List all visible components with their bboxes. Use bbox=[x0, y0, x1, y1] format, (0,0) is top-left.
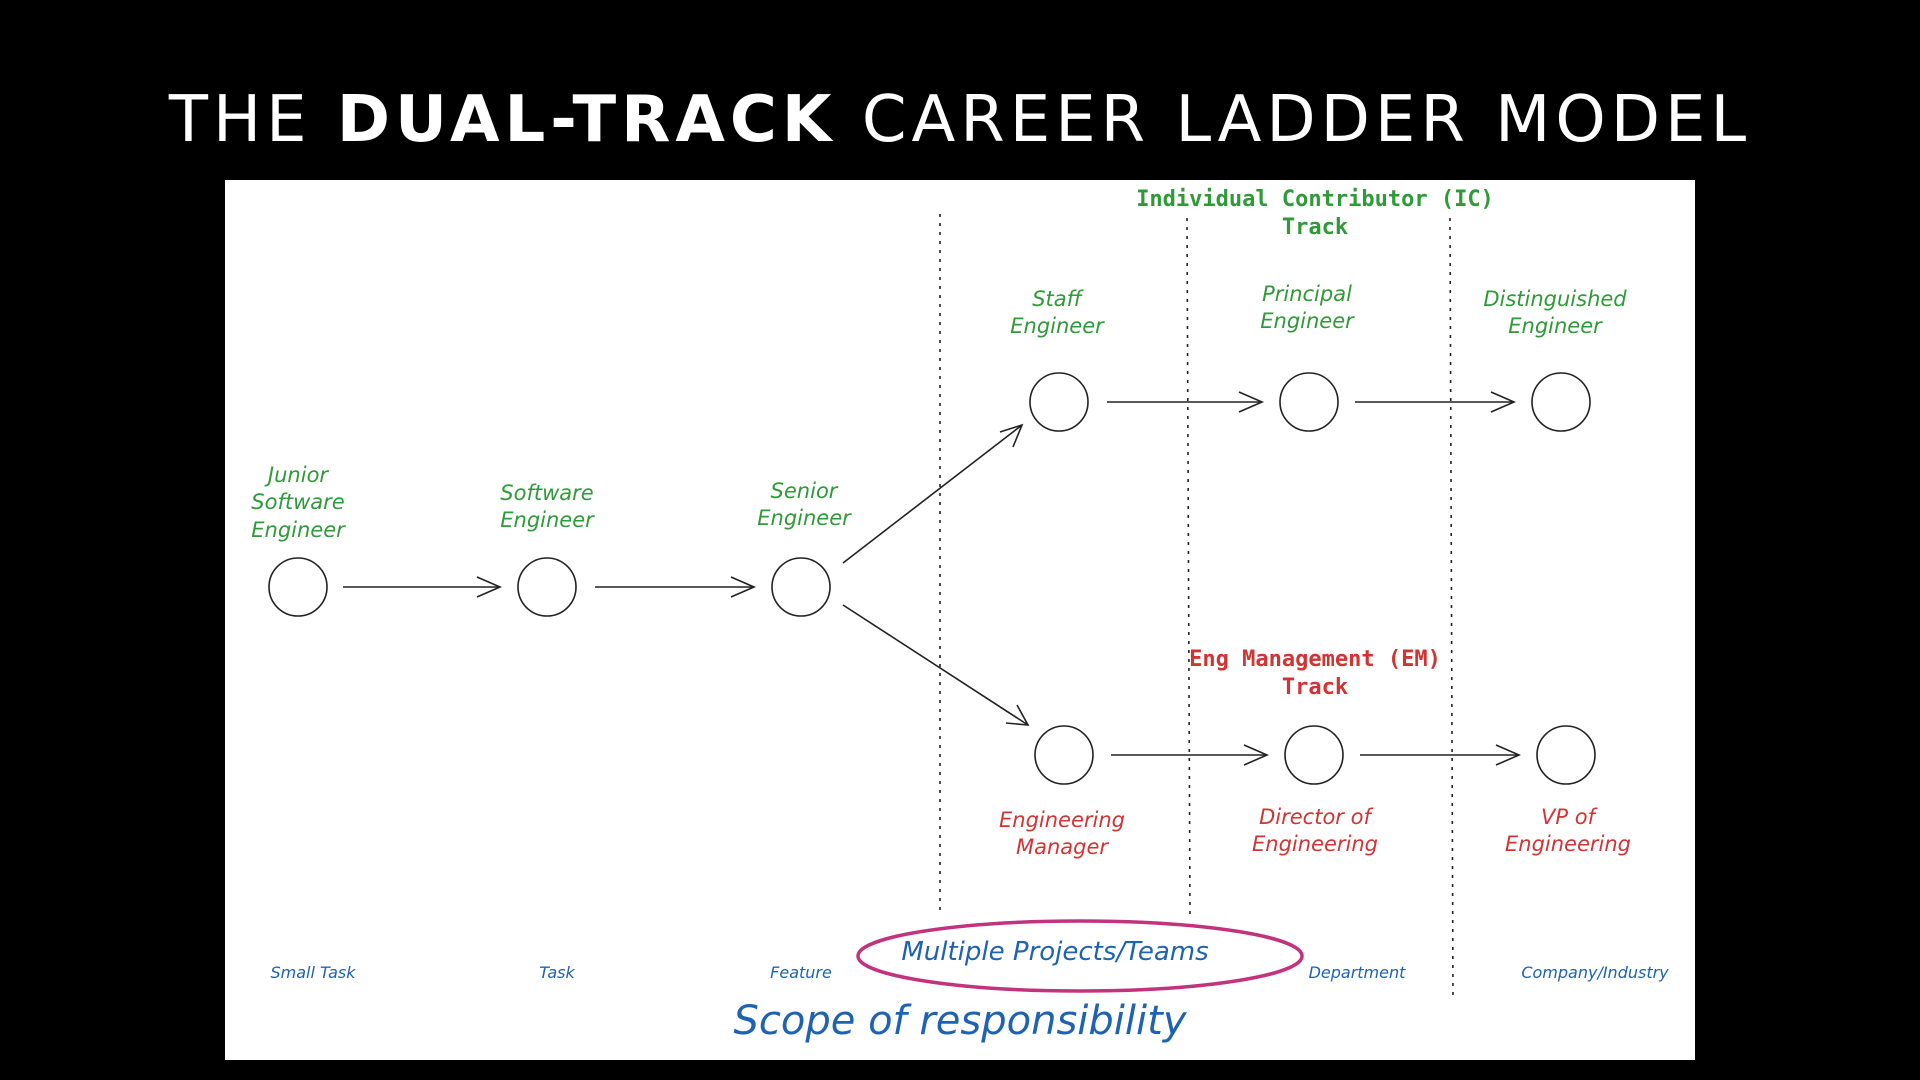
role-vp-line-2: Engineering bbox=[1505, 832, 1631, 857]
arrow-director-vp bbox=[1360, 744, 1522, 766]
arrow-senior-staff bbox=[842, 423, 1024, 564]
role-software-line-2: Engineer bbox=[500, 508, 594, 533]
role-director-line-2: Engineering bbox=[1252, 832, 1378, 857]
arrow-em-director bbox=[1111, 744, 1270, 766]
role-principal-line-2: Engineer bbox=[1260, 309, 1354, 334]
role-distinguished-line-1: Distinguished bbox=[1483, 287, 1627, 311]
role-em-line-2: Manager bbox=[1015, 835, 1109, 860]
role-em-line-1: Engineering bbox=[999, 808, 1125, 832]
divider-3 bbox=[1449, 217, 1454, 996]
ic-track-line-2: Track bbox=[1281, 215, 1349, 241]
role-junior-line-1: Junior bbox=[267, 463, 329, 487]
scope-company: Company/Industry bbox=[1521, 963, 1669, 982]
divider-2 bbox=[1186, 217, 1191, 916]
title-part-2: CAREER LADDER MODEL bbox=[836, 83, 1752, 157]
node-junior bbox=[268, 557, 328, 617]
role-principal: Principal Engineer bbox=[1227, 281, 1387, 336]
role-senior-line-1: Senior bbox=[770, 479, 838, 503]
scope-small-task: Small Task bbox=[270, 963, 356, 982]
role-senior: Senior Engineer bbox=[724, 478, 884, 533]
node-principal bbox=[1279, 372, 1339, 432]
role-junior-line-3: Engineer bbox=[251, 517, 345, 542]
node-software bbox=[517, 557, 577, 617]
role-junior-line-2: Software bbox=[251, 490, 345, 515]
node-vp bbox=[1536, 725, 1596, 785]
arrow-software-senior bbox=[595, 576, 757, 598]
role-senior-line-2: Engineer bbox=[757, 506, 851, 531]
role-director-line-1: Director of bbox=[1259, 805, 1371, 829]
ic-track-line-1: Individual Contributor (IC) bbox=[1136, 187, 1494, 212]
role-vp-line-1: VP of bbox=[1541, 805, 1595, 829]
role-staff-line-2: Engineer bbox=[1010, 314, 1104, 339]
scope-task: Task bbox=[539, 963, 575, 982]
node-distinguished bbox=[1531, 372, 1591, 432]
title-part-1: THE bbox=[168, 83, 337, 157]
highlight-ring bbox=[856, 919, 1304, 993]
diagram-graphics bbox=[268, 214, 1596, 996]
diagram-canvas: Individual Contributor (IC) Track Eng Ma… bbox=[225, 180, 1695, 1060]
role-principal-line-1: Principal bbox=[1262, 282, 1352, 306]
node-director bbox=[1284, 725, 1344, 785]
node-senior bbox=[771, 557, 831, 617]
em-track-label: Eng Management (EM) Track bbox=[1165, 646, 1465, 702]
arrow-junior-software bbox=[343, 576, 503, 598]
role-staff: Staff Engineer bbox=[977, 286, 1137, 341]
node-staff bbox=[1029, 372, 1089, 432]
arrow-senior-em bbox=[842, 604, 1030, 726]
scope-department: Department bbox=[1308, 963, 1406, 982]
em-track-line-1: Eng Management (EM) bbox=[1189, 647, 1441, 672]
ic-track-label: Individual Contributor (IC) Track bbox=[1105, 186, 1525, 242]
scope-feature: Feature bbox=[770, 963, 832, 982]
role-software: Software Engineer bbox=[467, 480, 627, 535]
role-software-line-1: Software bbox=[500, 481, 594, 505]
role-staff-line-1: Staff bbox=[1032, 287, 1082, 311]
role-em: Engineering Manager bbox=[982, 807, 1142, 862]
scope-of-responsibility-label: Scope of responsibility bbox=[733, 998, 1187, 1044]
arrow-principal-distinguished bbox=[1355, 391, 1517, 413]
scope-multiple: Multiple Projects/Teams bbox=[901, 937, 1209, 967]
role-distinguished-line-2: Engineer bbox=[1508, 314, 1602, 339]
role-distinguished: Distinguished Engineer bbox=[1465, 286, 1645, 341]
node-em bbox=[1034, 725, 1094, 785]
role-vp: VP of Engineering bbox=[1483, 804, 1653, 859]
title-bold: DUAL-TRACK bbox=[336, 83, 837, 157]
arrow-staff-principal bbox=[1107, 391, 1265, 413]
slide-title: THE DUAL-TRACK CAREER LADDER MODEL bbox=[0, 88, 1920, 152]
em-track-line-2: Track bbox=[1281, 675, 1349, 701]
role-director: Director of Engineering bbox=[1230, 804, 1400, 859]
role-junior: Junior Software Engineer bbox=[225, 462, 378, 544]
